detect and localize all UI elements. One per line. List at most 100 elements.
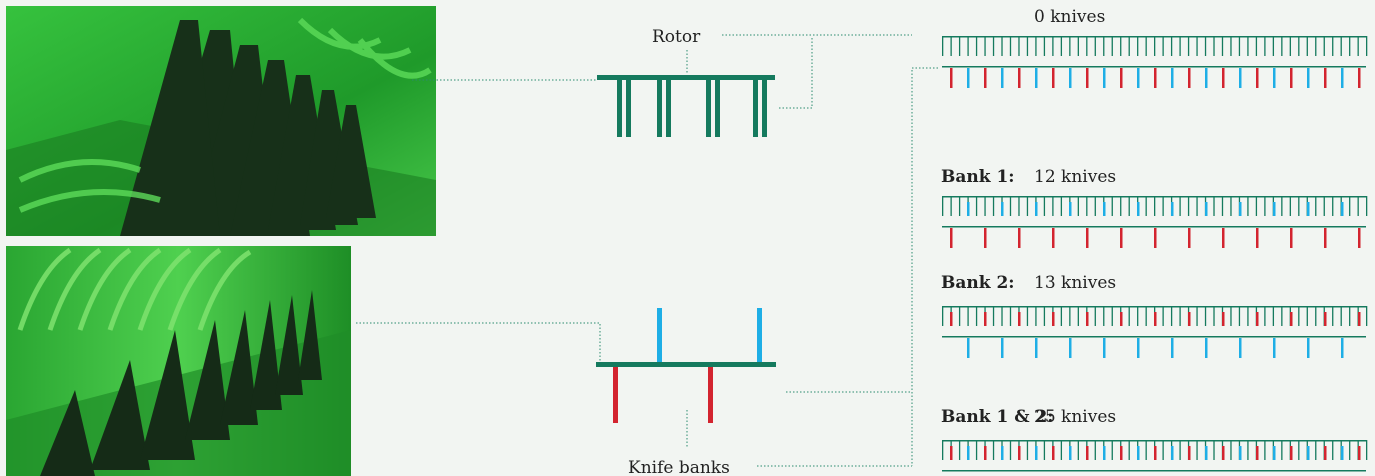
comb-tine — [950, 196, 952, 216]
knife-comb-rows — [942, 36, 1368, 472]
comb-tine — [1230, 196, 1232, 216]
comb-tine — [1009, 36, 1012, 56]
bank2-knife-engaged — [1205, 446, 1208, 460]
bank1-knife — [1086, 68, 1089, 88]
comb-tine — [1120, 36, 1122, 56]
bank1-knife — [950, 228, 953, 248]
bank1-knife-engaged — [950, 446, 953, 460]
comb-tine — [1264, 440, 1266, 460]
bank1-knife-engaged — [1154, 312, 1157, 326]
comb-tine — [1281, 440, 1283, 460]
comb-tine — [1315, 196, 1317, 216]
comb-tine — [967, 36, 969, 56]
comb-tine — [1298, 196, 1300, 216]
bank1-knife — [1358, 68, 1361, 88]
bank1-knife — [1222, 228, 1225, 248]
bank1-knife — [1086, 228, 1089, 248]
bank2-knife-engaged — [1035, 202, 1038, 216]
comb-tine — [1069, 36, 1071, 56]
comb-row-bank1 — [942, 196, 1368, 248]
comb-tine — [1349, 306, 1351, 326]
comb-tine — [1060, 306, 1063, 326]
connector-lines — [356, 34, 940, 467]
comb-tine — [1162, 440, 1164, 460]
comb-tine — [1170, 306, 1173, 326]
knife-bar — [942, 226, 1366, 228]
bank1-knife — [984, 68, 987, 88]
bank1-knife-engaged — [1120, 446, 1123, 460]
comb-tine — [1196, 36, 1198, 56]
bank2-knife — [967, 68, 970, 88]
comb-tine — [958, 306, 961, 326]
comb-tine — [992, 36, 995, 56]
config-both-label: Bank 1 & 2: — [941, 407, 1054, 427]
bank2-knife-engaged — [1069, 202, 1072, 216]
comb-tine — [1349, 440, 1351, 460]
bank1-knife — [1154, 228, 1157, 248]
knife-bank-icon — [596, 308, 776, 423]
bank1-knife-engaged — [1256, 446, 1259, 460]
bank2-knife-engaged — [1341, 202, 1344, 216]
comb-tine — [1137, 306, 1139, 326]
comb-tine — [1060, 196, 1063, 216]
comb-tine — [1264, 196, 1266, 216]
comb-tine — [1043, 196, 1046, 216]
comb-tine — [1221, 36, 1224, 56]
bank1-knife-engaged — [1324, 446, 1327, 460]
bank2-knife — [1273, 338, 1276, 358]
comb-tine — [1281, 36, 1283, 56]
comb-tine — [1018, 36, 1020, 56]
bank2-knife — [1069, 68, 1072, 88]
bank2-knife-engaged — [967, 202, 970, 216]
comb-tine — [1026, 36, 1029, 56]
comb-tine — [1170, 36, 1173, 56]
bank1-knife — [1290, 68, 1293, 88]
comb-tine — [1179, 36, 1181, 56]
knife-banks-label: Knife banks — [628, 458, 730, 476]
bank1-knife — [1256, 68, 1259, 88]
bank2-knife — [1205, 68, 1208, 88]
bank1-knife-engaged — [1018, 446, 1021, 460]
comb-tine — [1094, 36, 1096, 56]
comb-tine — [1154, 196, 1156, 216]
comb-tine — [1052, 36, 1054, 56]
comb-tine — [1094, 196, 1096, 216]
comb-tine — [1272, 36, 1275, 56]
comb-tine — [1179, 306, 1181, 326]
bank1-knife-engaged — [1154, 446, 1157, 460]
comb-tine — [1094, 306, 1096, 326]
bank2-knife-engaged — [1239, 446, 1242, 460]
comb-tine — [1137, 36, 1139, 56]
comb-tine — [1128, 196, 1130, 216]
comb-tine — [1332, 36, 1334, 56]
bank1-knife-engaged — [1290, 312, 1293, 326]
comb-tine — [1255, 36, 1258, 56]
bank1-knife-engaged — [1018, 312, 1021, 326]
comb-tine — [1111, 196, 1113, 216]
comb-tine — [1255, 196, 1258, 216]
comb-tine — [975, 36, 978, 56]
knife-bar — [942, 66, 1366, 68]
bank1-knife-engaged — [1086, 312, 1089, 326]
bank2-knife — [1239, 68, 1242, 88]
comb-tine — [1315, 440, 1317, 460]
bank2-knife — [1341, 68, 1344, 88]
comb-tine — [992, 440, 995, 460]
bank2-knife — [1001, 68, 1004, 88]
bank1-knife-engaged — [1290, 446, 1293, 460]
comb-tine — [1128, 440, 1130, 460]
comb-tine — [1128, 36, 1130, 56]
comb-tine — [975, 440, 978, 460]
bank1-knife-engaged — [1222, 446, 1225, 460]
bank2-knife — [1273, 68, 1276, 88]
comb-tine — [1340, 36, 1342, 56]
bank1-knife-engaged — [984, 446, 987, 460]
comb-tine — [1298, 306, 1300, 326]
comb-tine — [1366, 196, 1368, 216]
comb-tine — [958, 36, 961, 56]
bank1-knife-engaged — [1052, 312, 1055, 326]
comb-tine — [1120, 196, 1122, 216]
bank2-knife-engaged — [1171, 202, 1174, 216]
bank2-knife-engaged — [1341, 446, 1344, 460]
bank1-knife-engaged — [1358, 446, 1361, 460]
